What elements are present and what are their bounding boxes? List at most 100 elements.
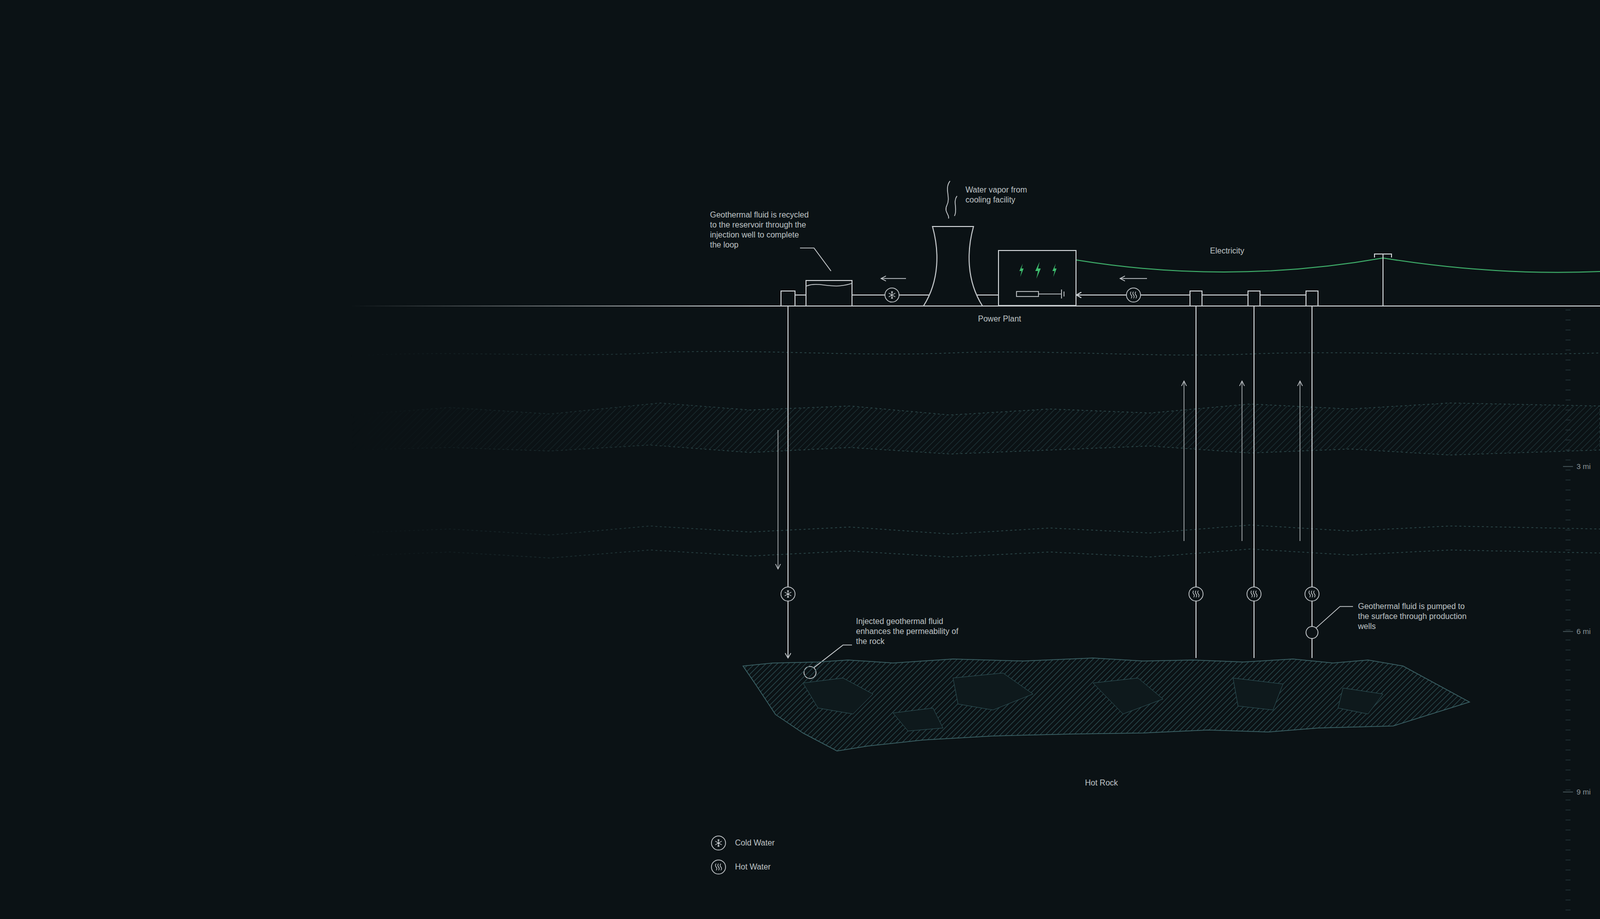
callout-note: Geothermal fluid is recycled to the rese… [710, 210, 810, 250]
ruler-tick [1565, 679, 1571, 681]
depth-label: 3 mi [1576, 461, 1591, 472]
ruler-tick [1565, 629, 1571, 631]
ruler-tick [1565, 489, 1571, 491]
ruler-tick [1565, 429, 1571, 431]
path-shape [350, 525, 1600, 535]
ruler-tick [1565, 419, 1571, 421]
rect-shape [1248, 291, 1260, 306]
line-shape [1374, 254, 1375, 258]
ruler-tick [1565, 729, 1571, 731]
ruler-tick [1565, 819, 1571, 821]
ruler-tick [1565, 639, 1571, 641]
well-pipe [1076, 295, 1196, 658]
use-shape [711, 860, 726, 874]
ruler-tick [1565, 359, 1571, 361]
rock-fracture [893, 708, 943, 731]
battery-symbol [1061, 289, 1062, 299]
ruler-major-tick [1563, 791, 1573, 793]
ruler-tick [1565, 759, 1571, 761]
ruler-tick [1565, 379, 1571, 381]
ruler-tick [1565, 709, 1571, 711]
lightning-bolt [1035, 262, 1041, 279]
ruler-tick [1565, 799, 1571, 801]
tank [806, 280, 852, 306]
ruler-tick [1565, 469, 1571, 471]
ruler-tick [1565, 339, 1571, 341]
line-shape [1299, 381, 1301, 541]
ruler-tick [1565, 859, 1571, 861]
well-pipe [1076, 295, 1254, 658]
legend-label: Hot Water [735, 862, 771, 872]
ruler-tick [1565, 739, 1571, 741]
utility-pole [1374, 254, 1392, 306]
ruler-tick [1565, 899, 1571, 901]
ruler-tick [1565, 779, 1571, 781]
flow-arrows [778, 278, 1300, 569]
ruler-tick [1565, 879, 1571, 881]
ruler-tick [1565, 459, 1571, 461]
node-label: Power Plant [978, 314, 1021, 324]
ruler-tick [1565, 719, 1571, 721]
depth-label: 9 mi [1576, 787, 1591, 797]
ruler-tick [1565, 619, 1571, 621]
ruler-tick [1565, 609, 1571, 611]
use-shape [711, 836, 726, 850]
ruler-tick [1565, 849, 1571, 851]
use-shape [1305, 587, 1319, 601]
use-shape [781, 587, 795, 601]
ruler-tick [1565, 889, 1571, 891]
line-shape [1241, 381, 1243, 541]
callout-note: Geothermal fluid is pumped to the surfac… [1358, 601, 1469, 632]
ruler-tick [1565, 599, 1571, 601]
rock-strata [350, 351, 1600, 558]
path-shape [350, 351, 1600, 356]
depth-label: 6 mi [1576, 626, 1591, 637]
well-pipe [1076, 295, 1312, 658]
legend-label: Cold Water [735, 838, 775, 848]
lightning-bolt [1019, 263, 1024, 277]
ruler-tick [1565, 789, 1571, 791]
battery-symbol [1063, 291, 1065, 297]
rock-outline [743, 658, 1470, 752]
rect-shape [1190, 291, 1202, 306]
ruler-tick [1565, 589, 1571, 591]
well-pipe [788, 295, 998, 658]
power-plant-node: Power Plant [998, 250, 1077, 306]
cooling-tower [923, 226, 983, 306]
use-shape [1189, 587, 1203, 601]
rock-fracture [953, 673, 1033, 710]
ruler-tick [1565, 349, 1571, 351]
line-shape [881, 278, 906, 279]
line-shape [1374, 253, 1392, 255]
ruler-tick [1565, 309, 1571, 311]
path-shape [350, 549, 1600, 558]
depth-ruler [1563, 310, 1573, 910]
node-label: Hot Rock [1085, 778, 1118, 788]
line-shape [1120, 278, 1147, 279]
ruler-tick [1565, 449, 1571, 451]
ruler-tick [1565, 869, 1571, 871]
ruler-tick [1565, 769, 1571, 771]
path-shape [800, 248, 831, 271]
ruler-tick [1565, 649, 1571, 651]
circle-shape [1306, 626, 1318, 639]
line-shape [777, 430, 779, 569]
wire-label: Electricity [1210, 246, 1244, 256]
ruler-tick [1565, 409, 1571, 411]
ruler-tick [1565, 659, 1571, 661]
water-icons [711, 288, 1319, 874]
use-shape [1126, 288, 1141, 302]
wire [1038, 293, 1061, 295]
hot-rock-node: Hot Rock [743, 658, 1470, 752]
plant-box [998, 250, 1077, 306]
ruler-tick [1565, 909, 1571, 911]
vapor-symbol [946, 181, 957, 219]
ruler-tick [1565, 319, 1571, 321]
ruler-tick [1565, 399, 1571, 401]
ruler-tick [1565, 529, 1571, 531]
rock-fracture [803, 678, 873, 714]
use-shape [1247, 587, 1261, 601]
